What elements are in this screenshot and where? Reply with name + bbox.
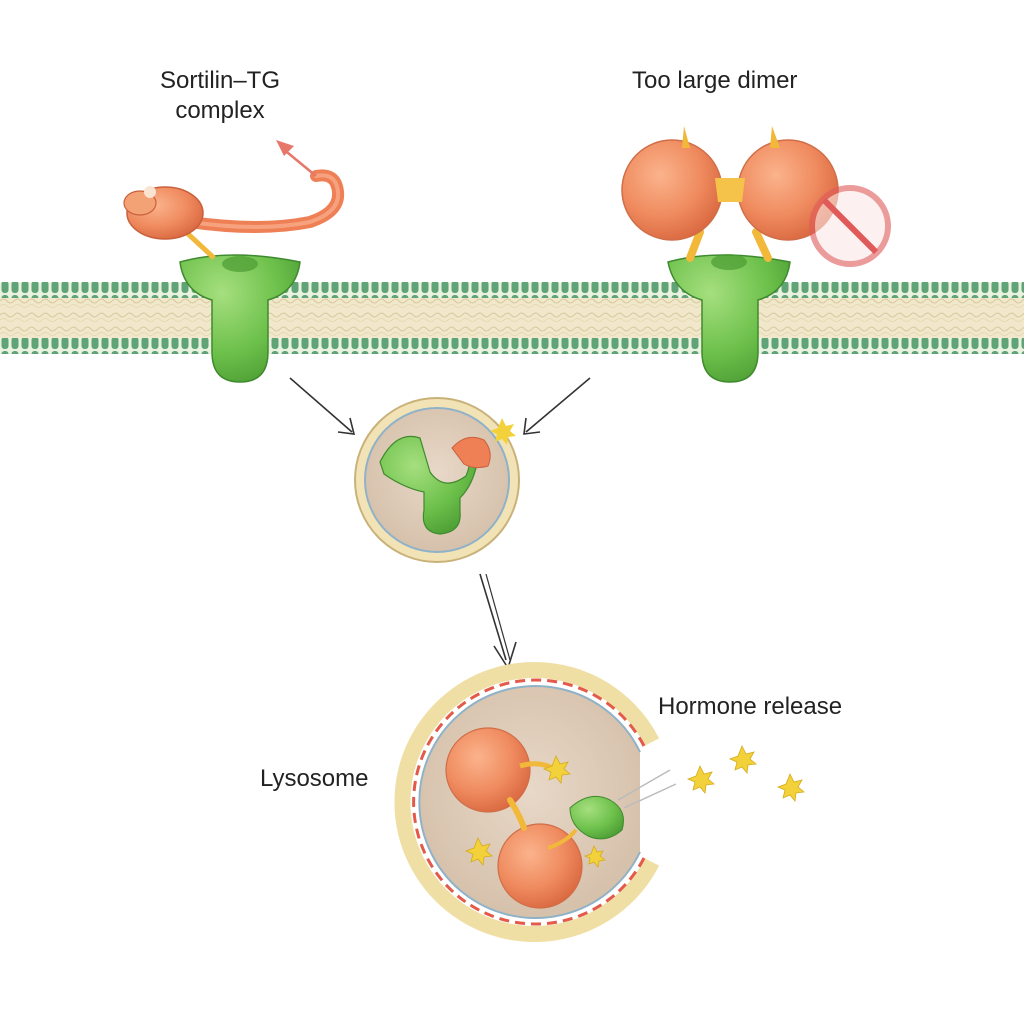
cell-membrane xyxy=(0,282,1024,354)
label-lysosome: Lysosome xyxy=(260,765,369,792)
endosome-vesicle xyxy=(354,397,520,563)
arrow-icon xyxy=(289,377,356,435)
label-dimer: Too large dimer xyxy=(632,67,798,94)
label-hormone-release: Hormone release xyxy=(658,693,843,720)
label-complex-line1: Sortilin–TG xyxy=(159,67,281,94)
hormone-star-icon xyxy=(464,745,805,868)
release-streaks xyxy=(617,769,677,809)
sortilin-receptor-right xyxy=(667,254,791,383)
sortilin-receptor-left xyxy=(179,254,301,383)
arrow-icon xyxy=(276,140,317,177)
no-entry-icon xyxy=(809,185,891,267)
thyroglobulin-dimer xyxy=(621,126,839,262)
label-complex-line2: complex xyxy=(175,97,265,124)
arrow-icon xyxy=(523,377,591,435)
arrow-icon xyxy=(479,573,517,670)
thyroglobulin-complex-left xyxy=(123,169,345,260)
lysosome xyxy=(394,662,660,942)
